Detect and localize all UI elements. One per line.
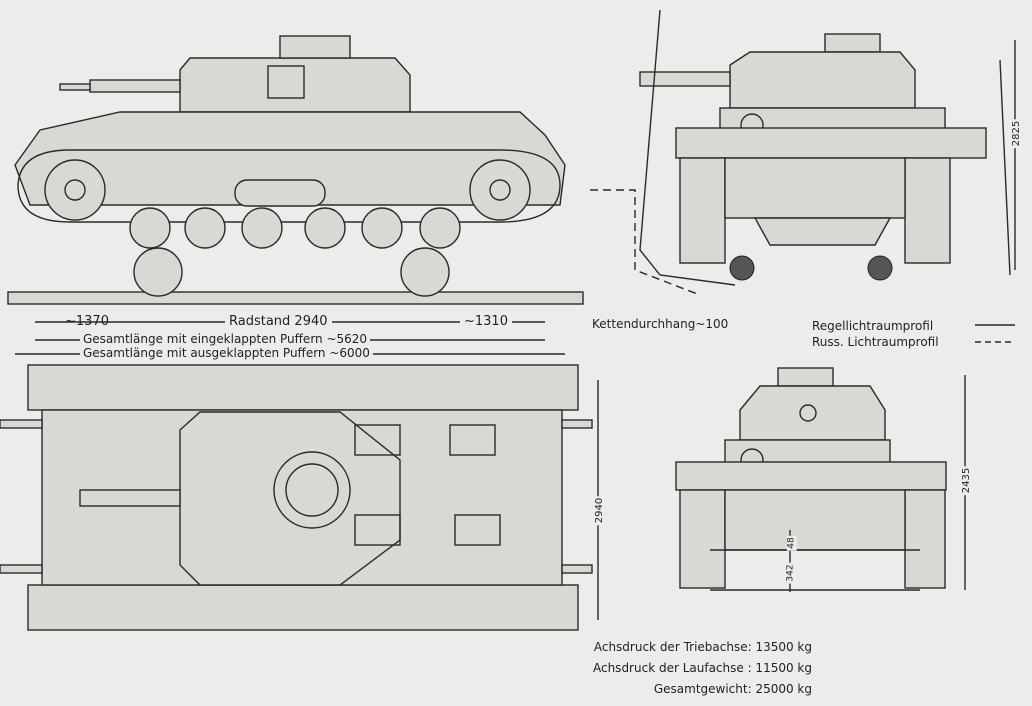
rail-wheel-rear	[400, 247, 450, 297]
gun-top	[79, 489, 181, 507]
gun	[639, 71, 731, 87]
right-track	[904, 157, 951, 264]
dim-length-extended: Gesamtlänge mit ausgeklappten Puffern ~6…	[80, 346, 373, 360]
spec-drive-axle: Achsdruck der Triebachse: 13500 kg	[593, 640, 812, 654]
dim-rear-a: 48	[786, 535, 797, 551]
idler-wheel	[469, 159, 531, 221]
rear-right-track	[904, 489, 946, 589]
legend-solid-label: Regellichtraumprofil	[812, 319, 934, 333]
spec-total-weight: Gesamtgewicht: 25000 kg	[653, 682, 812, 696]
dim-top-width: 2940	[594, 495, 606, 526]
dim-rear-b: 342	[785, 562, 796, 584]
drive-sprocket	[44, 159, 106, 221]
rail-wheel-front	[133, 247, 183, 297]
main-gun	[89, 79, 181, 93]
spec-running-axle: Achsdruck der Laufachse : 11500 kg	[592, 661, 812, 675]
hull	[14, 111, 566, 206]
rear-left-track	[679, 489, 726, 589]
track-bottom	[27, 584, 579, 631]
cupola-top	[273, 451, 351, 529]
dim-front-height: 2825	[1011, 118, 1023, 149]
dim-rear-overhang: ~1310	[460, 314, 512, 329]
commander-cupola	[279, 35, 351, 59]
dim-front-overhang: ~1370	[65, 314, 109, 329]
rear-view-tank	[675, 367, 966, 592]
front-view-tank	[590, 9, 1016, 343]
road-wheels	[129, 207, 461, 249]
track-sag-label: Kettendurchhang~100	[592, 317, 729, 331]
track-top	[27, 364, 579, 411]
track	[17, 149, 561, 223]
legend-dashed-label: Russ. Lichtraumprofil	[812, 335, 939, 349]
dim-length-retracted: Gesamtlänge mit eingeklappten Puffern ~5…	[80, 332, 371, 346]
top-view-tank	[0, 364, 599, 631]
dim-rear-height: 2435	[961, 465, 973, 496]
dim-wheelbase: Radstand 2940	[225, 314, 332, 329]
left-track	[679, 157, 726, 264]
rail-platform	[7, 291, 584, 305]
side-view-tank	[7, 35, 584, 305]
turret-front	[729, 51, 916, 109]
cupola	[824, 33, 881, 53]
